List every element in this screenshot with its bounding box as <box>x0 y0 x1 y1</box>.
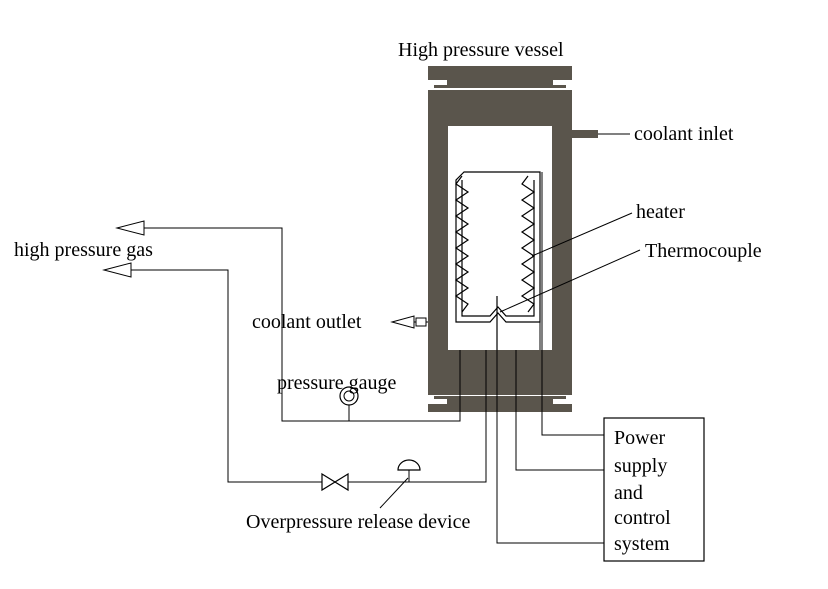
high-pressure-gas-label: high pressure gas <box>14 239 153 261</box>
gauge-icon <box>339 386 359 406</box>
inner-cell-outline <box>456 168 542 323</box>
heater-leader <box>531 212 633 257</box>
release-device-leader <box>379 477 409 509</box>
vessel-wall <box>428 90 572 395</box>
inner-cell-wall <box>455 171 541 323</box>
coolant-inlet-port <box>572 130 598 138</box>
power-wire-heater <box>541 172 604 436</box>
vessel-top-cap <box>428 66 572 88</box>
coolant-outlet-arrow-icon <box>390 315 415 329</box>
coolant-inlet-label: coolant inlet <box>634 123 734 145</box>
vessel-bottom-cap <box>428 396 572 412</box>
thermocouple-leader <box>499 249 641 313</box>
heater-coil-right <box>520 175 536 313</box>
power-wire-3 <box>496 350 604 544</box>
release-device-icon <box>397 459 421 471</box>
vessel-label: High pressure vessel <box>398 39 564 61</box>
overpressure-release-label: Overpressure release device <box>246 511 470 533</box>
pressure-gauge-label: pressure gauge <box>277 372 397 394</box>
coolant-outlet-label: coolant outlet <box>252 311 362 333</box>
gas-line-top <box>144 227 461 422</box>
thermocouple-label: Thermocouple <box>645 240 762 262</box>
power-wire-2 <box>515 350 604 471</box>
gas-line-bottom <box>130 269 487 483</box>
gas-arrow-icon <box>115 220 145 236</box>
inner-cell-wall-inner <box>461 180 535 317</box>
gas-arrow-icon <box>102 262 132 278</box>
vessel <box>428 66 598 412</box>
valve-icon <box>321 472 349 492</box>
power-supply-line-5: system <box>614 533 670 555</box>
power-supply-line-2: supply <box>614 455 667 477</box>
heater-label: heater <box>636 201 685 223</box>
inner-cell <box>454 168 542 350</box>
power-supply-line-3: and <box>614 482 643 504</box>
power-supply-box <box>603 417 705 562</box>
heater-coil-left <box>454 175 470 313</box>
power-supply-line-1: Power <box>614 427 665 449</box>
power-supply-line-4: control <box>614 507 671 529</box>
connections <box>130 133 641 544</box>
coolant-outlet-port <box>415 317 427 327</box>
